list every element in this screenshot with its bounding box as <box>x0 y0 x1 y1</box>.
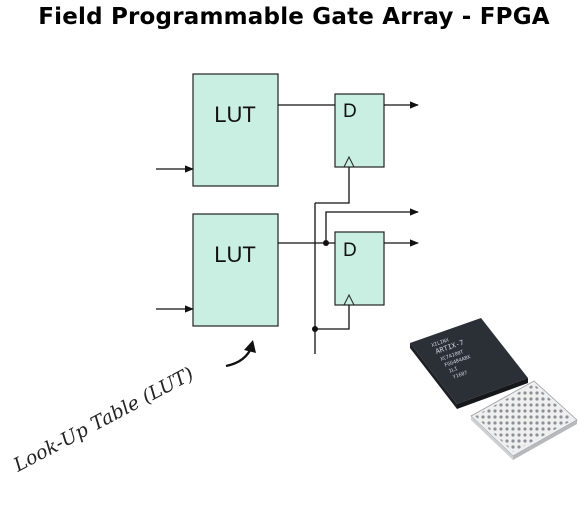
chip-marking-6: Y1607 <box>452 370 468 381</box>
chip-marking-1: XILINX <box>431 337 450 349</box>
bypass-wire <box>325 208 419 243</box>
fpga-chip-top: XILINX ARTIX-7 XC7A100T FGG484ABX 1LI Y1… <box>410 318 528 409</box>
lut-label-1: LUT <box>214 102 256 127</box>
clock-triangle-2 <box>343 293 355 306</box>
chip-marking-5: 1LI <box>448 366 458 375</box>
lut-annotation: Look-Up Table (LUT) <box>9 363 197 477</box>
lut-block-2 <box>192 213 279 327</box>
clock-line-ff1 <box>315 167 350 204</box>
flip-flop-label-1: D <box>343 101 357 122</box>
flip-flop-2 <box>334 231 385 306</box>
flip-flop-1 <box>334 93 385 168</box>
page-title: Field Programmable Gate Array - FPGA <box>38 4 550 30</box>
annotation-arrowhead <box>244 340 256 353</box>
clock-triangle-1 <box>343 155 355 168</box>
lut-block-1 <box>192 73 279 187</box>
fpga-chip-bga <box>470 380 578 460</box>
lut-label-2: LUT <box>214 242 256 267</box>
clock-line-ff2 <box>315 305 350 330</box>
flip-flop-label-2: D <box>343 240 357 261</box>
